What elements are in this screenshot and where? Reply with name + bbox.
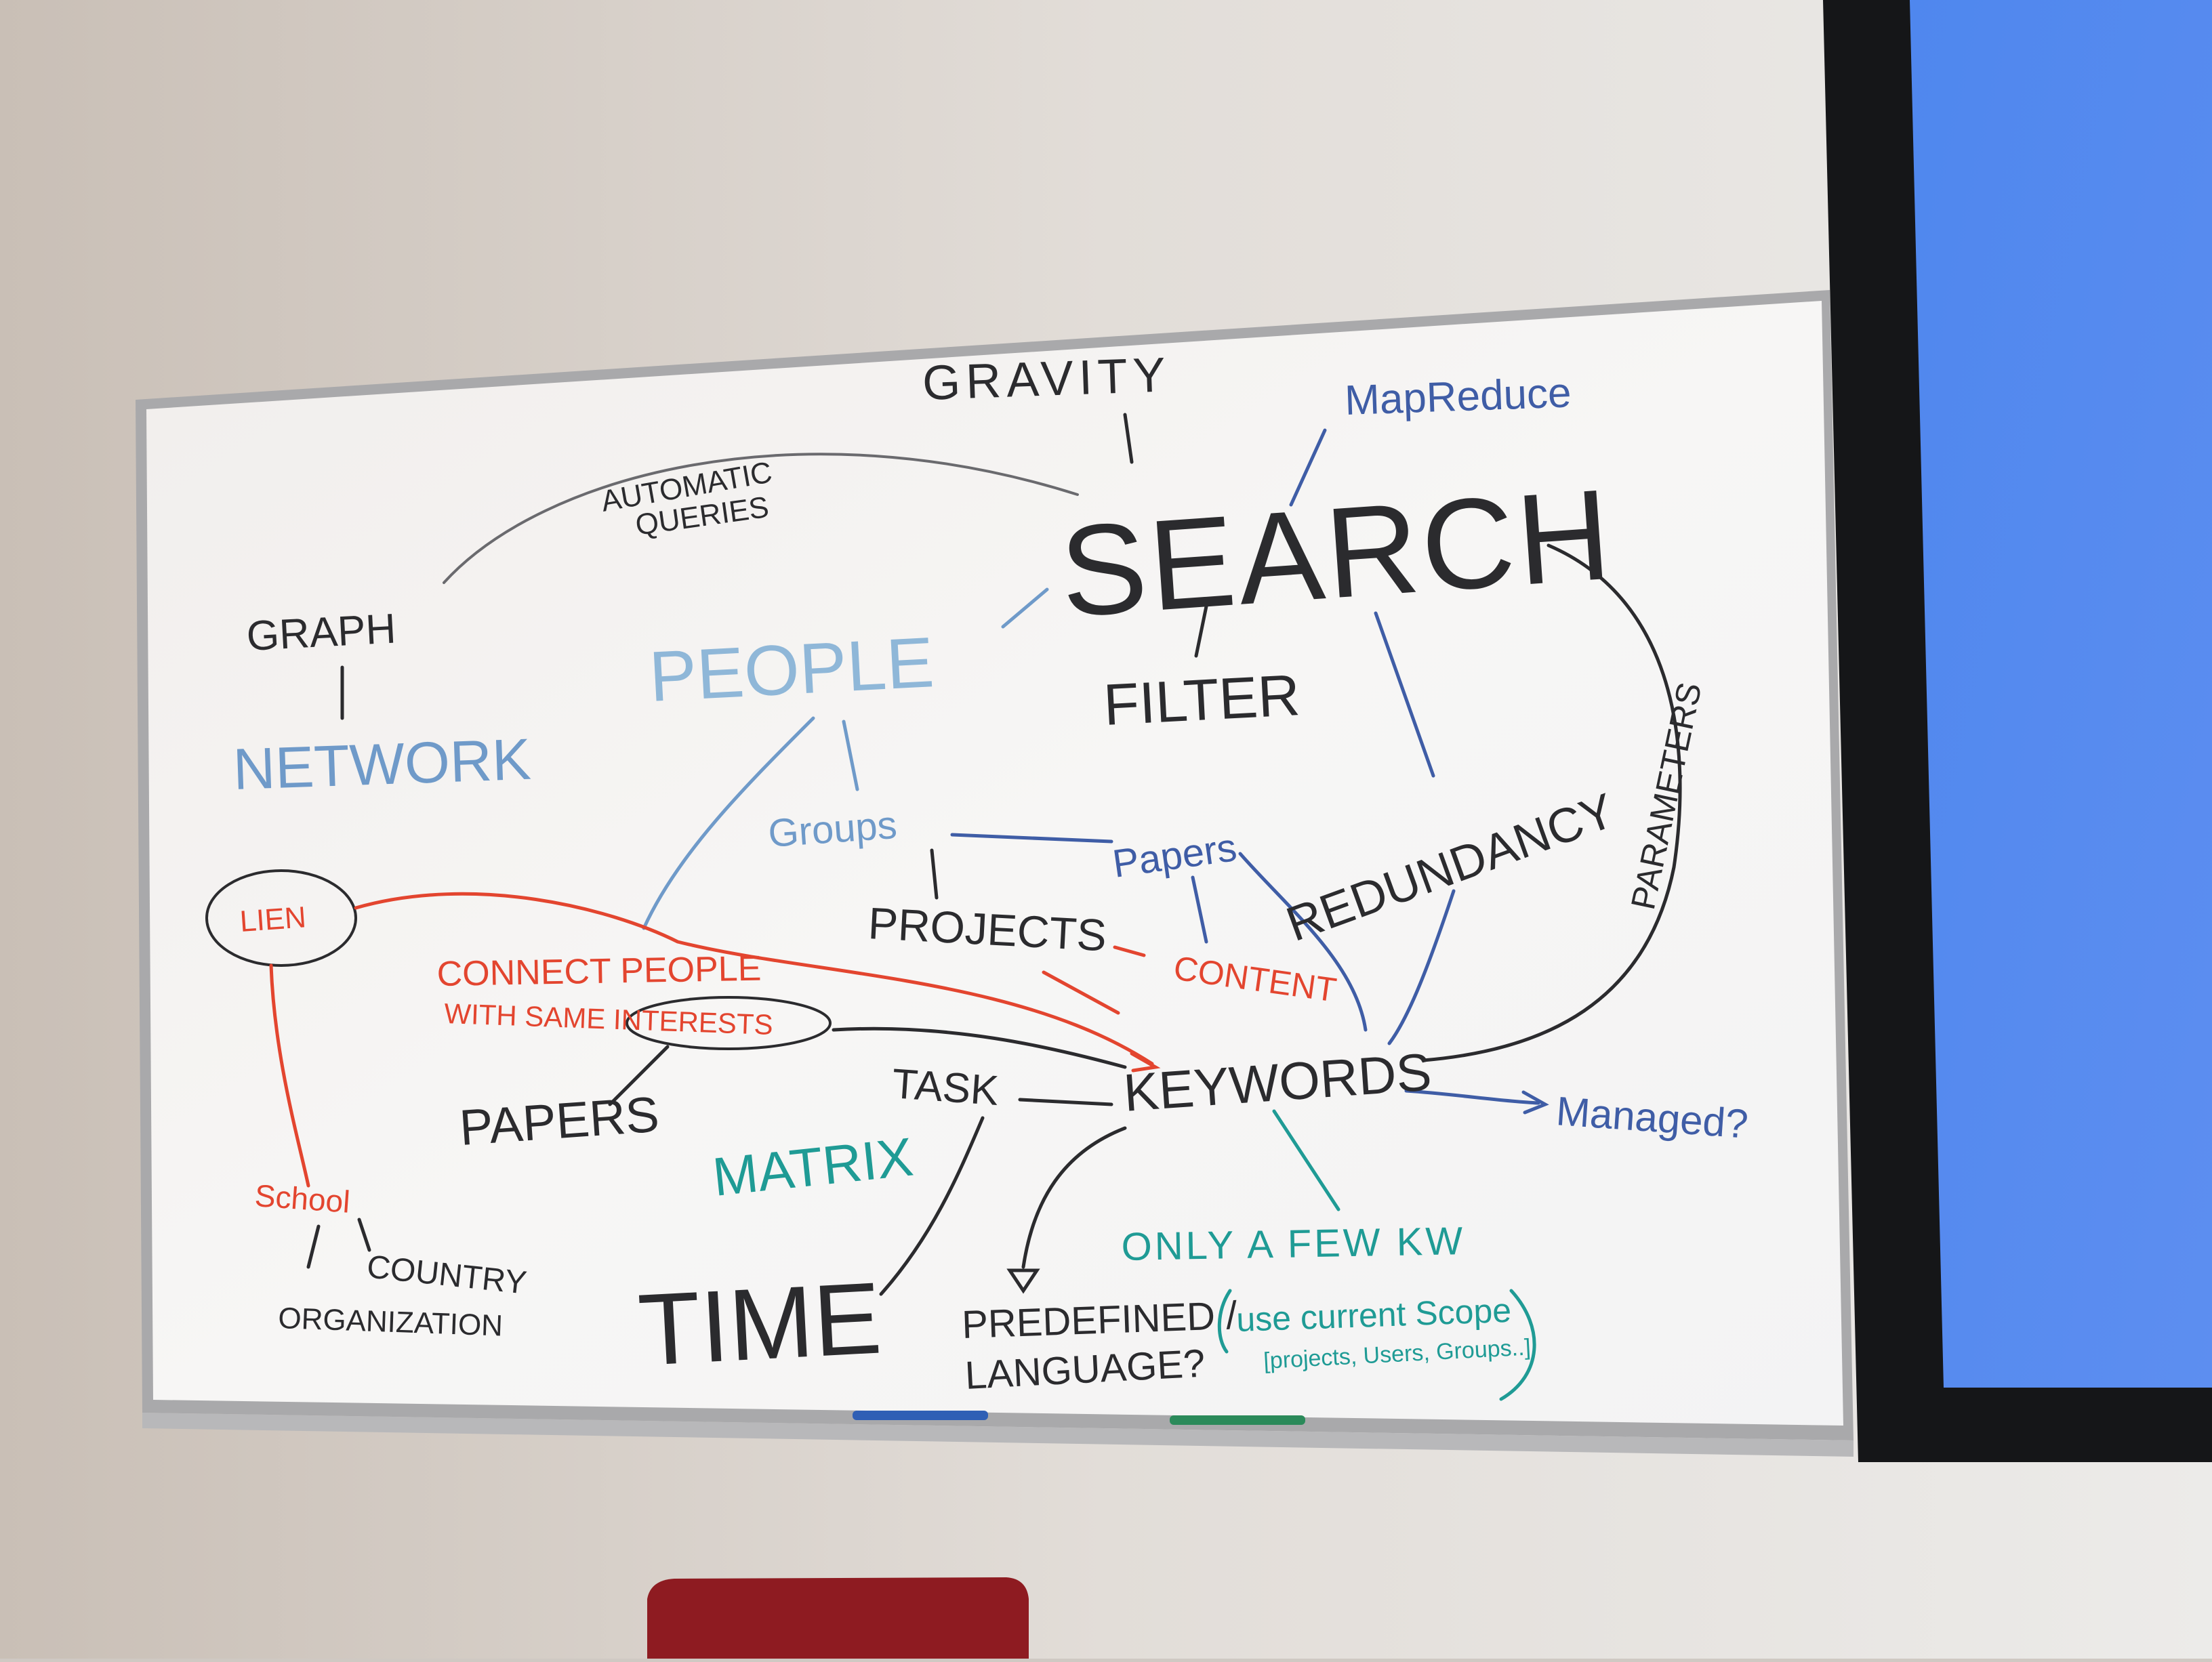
- filter-label: FILTER: [1102, 663, 1302, 738]
- school-org-line: [306, 1224, 321, 1269]
- marker-tray: [142, 1413, 1853, 1457]
- projects-label: PROJECTS: [867, 898, 1107, 960]
- automatic-queries-arc: [443, 453, 1079, 584]
- interests-circle: [626, 996, 832, 1050]
- papers-black-label: PAPERS: [457, 1086, 661, 1156]
- keywords-fewkw-line: [1272, 1109, 1340, 1211]
- projects-content-dash: [1113, 945, 1146, 957]
- lien-school-line: [269, 963, 310, 1188]
- lien-connect-curve: [354, 892, 1154, 1066]
- scope-open-bracket: [1217, 1289, 1232, 1354]
- people-groups-line: [842, 720, 859, 791]
- network-label: NETWORK: [232, 727, 532, 802]
- green-marker: [1170, 1415, 1305, 1425]
- school-country-line: [357, 1218, 371, 1252]
- interests-keywords-line: [832, 1026, 1127, 1069]
- connector-lines: [205, 413, 1682, 1401]
- mapreduce-label: MapReduce: [1344, 369, 1572, 424]
- lien-connect-arrowhead: [1130, 1052, 1161, 1073]
- school-label: School: [253, 1178, 351, 1220]
- blue-marker: [853, 1411, 988, 1420]
- tv-screen: [1910, 0, 2212, 1388]
- parameters-arc: [1421, 543, 1682, 1062]
- graph-label: GRAPH: [245, 606, 397, 660]
- whiteboard-surface: [146, 301, 1843, 1426]
- keywords-managed-arrow: [1404, 1089, 1540, 1105]
- search-redundancy-line: [1374, 611, 1435, 778]
- search-filter-line: [1194, 604, 1208, 658]
- papers-content-line: [1191, 875, 1208, 944]
- mapreduce-line: [1289, 428, 1327, 507]
- scope-bracket: [1499, 1289, 1536, 1401]
- predefined-label-line1: PREDEFINED /: [961, 1293, 1238, 1347]
- lien-circle: [205, 869, 357, 967]
- time-line: [879, 1116, 985, 1296]
- groups-projects-line: [930, 848, 939, 900]
- time-label: TIME: [636, 1260, 884, 1387]
- people-search-line: [1001, 587, 1049, 629]
- groups-papers-line: [950, 833, 1113, 844]
- managed-arrowhead: [1521, 1090, 1549, 1115]
- connect-people-label-line1: CONNECT PEOPLE: [436, 949, 762, 994]
- papers-interests-line: [608, 1045, 670, 1106]
- connect-keywords-line: [1042, 970, 1120, 1015]
- gravity-label: GRAVITY: [922, 348, 1172, 411]
- organization-label: ORGANIZATION: [278, 1302, 504, 1343]
- predefined-arrowhead: [1006, 1268, 1040, 1294]
- people-label: PEOPLE: [647, 623, 936, 717]
- task-label: TASK: [890, 1060, 1000, 1115]
- papers-keywords-line: [1238, 852, 1368, 1032]
- red-chair: [647, 1577, 1029, 1659]
- predefined-arrow-line: [1021, 1126, 1127, 1269]
- redundancy-keywords-line: [1387, 889, 1456, 1045]
- people-connect-line: [642, 716, 815, 930]
- gravity-search-line: [1123, 413, 1134, 464]
- groups-label: Groups: [766, 803, 898, 856]
- only-few-kw-label: ONLY A FEW KW: [1121, 1219, 1466, 1269]
- lien-label: LIEN: [239, 900, 307, 938]
- task-keywords-line: [1018, 1098, 1113, 1106]
